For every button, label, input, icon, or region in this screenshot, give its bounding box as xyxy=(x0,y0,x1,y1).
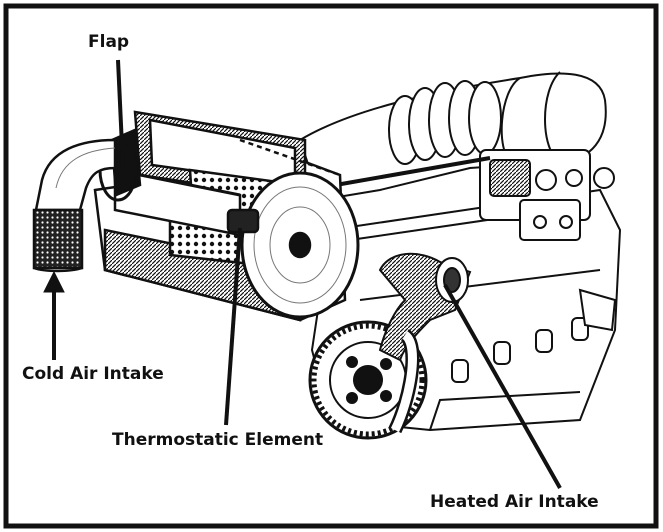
cold-air-intake-label: Cold Air Intake xyxy=(22,364,164,384)
thermostatic-leader-line xyxy=(224,227,242,426)
block-bolts xyxy=(451,317,589,383)
intake-bellows xyxy=(388,80,502,165)
heated-air-leader-line xyxy=(443,284,562,489)
flap-part xyxy=(110,128,142,197)
carburettor xyxy=(479,149,615,241)
thermostatic-element-part xyxy=(226,208,260,234)
thermostatic-element-label: Thermostatic Element xyxy=(112,430,324,450)
heated-air-duct xyxy=(378,252,472,434)
figure-frame xyxy=(3,3,659,529)
heated-air-intake-label: Heated Air Intake xyxy=(430,492,599,512)
flap-label: Flap xyxy=(88,32,130,52)
cold-air-intake-pipe xyxy=(32,138,117,273)
flap-leader-line xyxy=(116,59,125,169)
air-cleaner-housing xyxy=(93,110,360,322)
cold-air-arrowhead xyxy=(43,270,65,293)
leader-lines xyxy=(43,59,562,489)
